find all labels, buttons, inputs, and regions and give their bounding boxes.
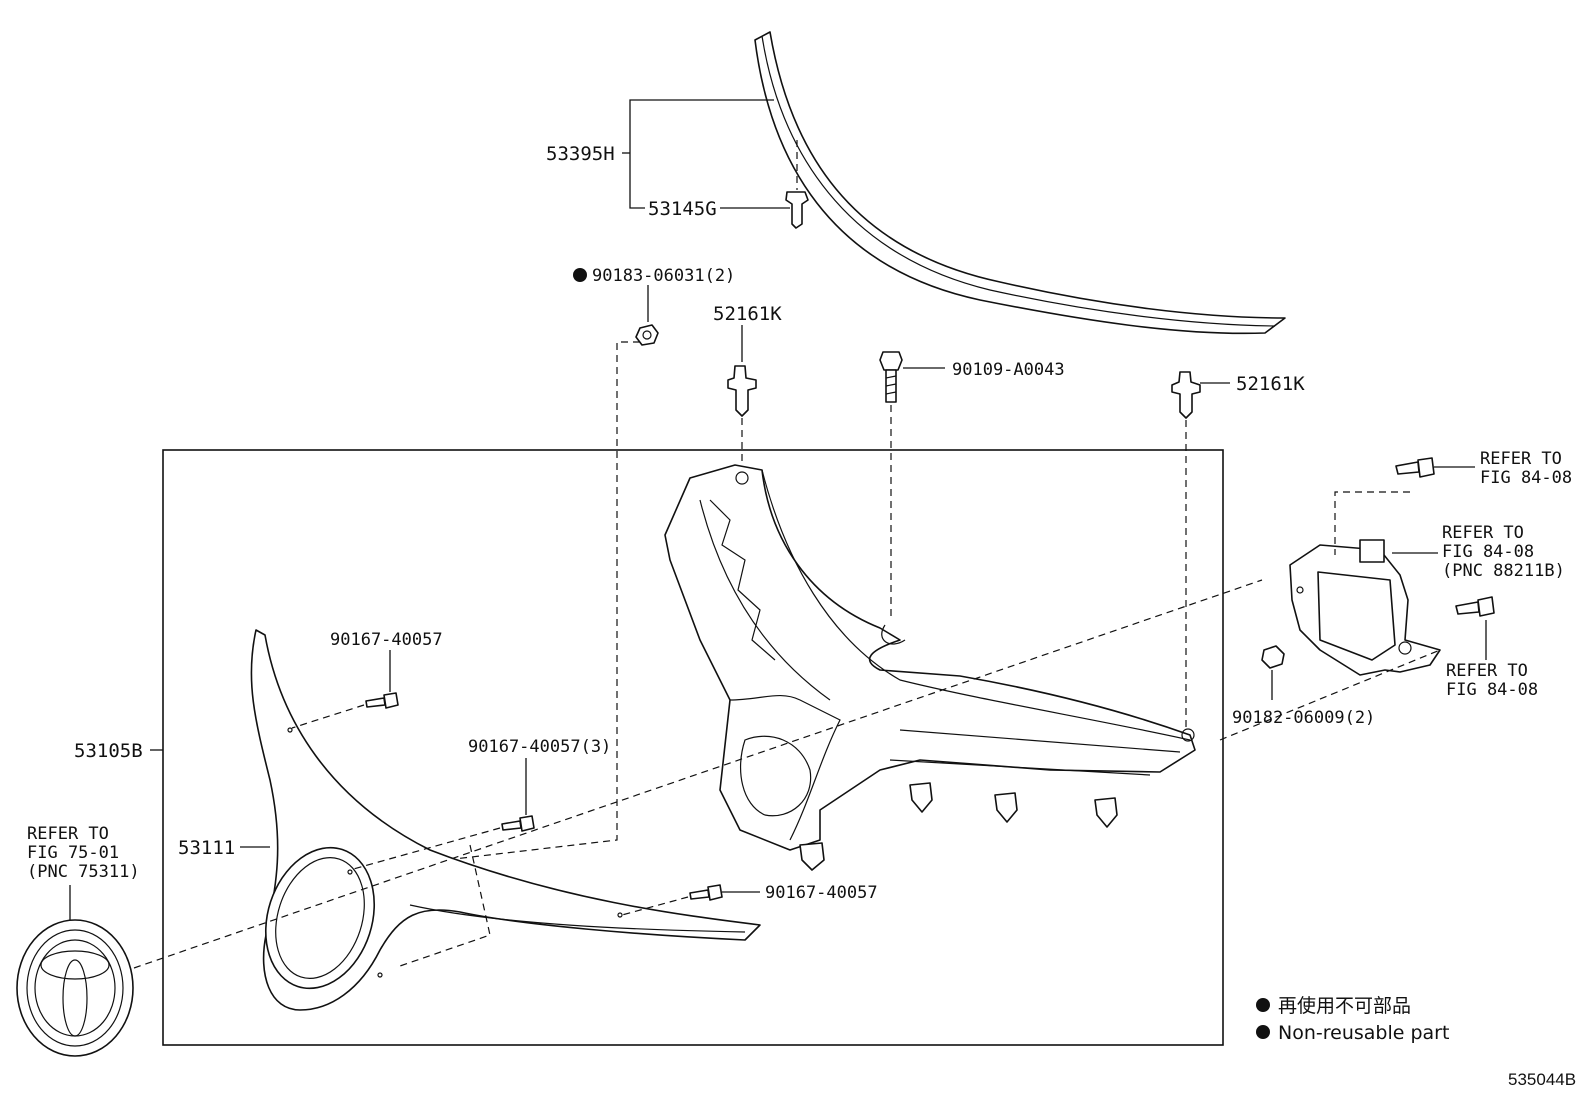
label-53111: 53111 bbox=[178, 837, 235, 859]
legend-japanese: 再使用不可部品 bbox=[1278, 995, 1411, 1017]
legend-english: Non-reusable part bbox=[1278, 1022, 1449, 1044]
legend: 再使用不可部品 Non-reusable part bbox=[1256, 995, 1449, 1044]
ref-emblem-line2: FIG 75-01 bbox=[27, 843, 119, 863]
grille-frame bbox=[664, 464, 1196, 871]
bolt-ref-right bbox=[1455, 596, 1495, 617]
ref-bolt-top-line1: REFER TO bbox=[1480, 449, 1562, 469]
ref-sensor: REFER TO FIG 84-08 (PNC 88211B) bbox=[1442, 523, 1565, 581]
legend-dot-en bbox=[1256, 1025, 1270, 1039]
sensor-bracket bbox=[1289, 539, 1441, 676]
label-90182: 90182-06009(2) bbox=[1232, 708, 1375, 728]
bolt-90167-b bbox=[501, 815, 535, 832]
label-90167-a: 90167-40057 bbox=[330, 630, 443, 650]
ref-sensor-line2: FIG 84-08 bbox=[1442, 542, 1534, 562]
ref-emblem-line1: REFER TO bbox=[27, 824, 109, 844]
ref-sensor-line3: (PNC 88211B) bbox=[1442, 561, 1565, 581]
ref-bolt-top-line2: FIG 84-08 bbox=[1480, 468, 1572, 488]
label-52161k-right: 52161K bbox=[1236, 373, 1305, 395]
ref-emblem-line3: (PNC 75311) bbox=[27, 862, 140, 882]
non-reusable-mark bbox=[573, 268, 587, 282]
ref-bolt-right: REFER TO FIG 84-08 bbox=[1446, 661, 1538, 700]
label-53145g: 53145G bbox=[648, 198, 717, 220]
clip-53145g bbox=[785, 191, 809, 229]
ref-bolt-right-line1: REFER TO bbox=[1446, 661, 1528, 681]
diagram-code: 535044B bbox=[1508, 1070, 1576, 1089]
assembly-box bbox=[162, 449, 1224, 1046]
clip-52161k-right bbox=[1171, 371, 1201, 419]
grille-garnish-53111 bbox=[250, 629, 761, 1011]
nut-90183 bbox=[635, 324, 659, 346]
ref-bolt-top: REFER TO FIG 84-08 bbox=[1480, 449, 1572, 488]
ref-sensor-line1: REFER TO bbox=[1442, 523, 1524, 543]
moulding-strip bbox=[754, 31, 1286, 335]
bolt-90167-c bbox=[689, 884, 723, 901]
label-90167-c: 90167-40057 bbox=[765, 883, 878, 903]
bolt-90109 bbox=[879, 351, 903, 403]
label-90167-b: 90167-40057(3) bbox=[468, 737, 611, 757]
label-90109: 90109-A0043 bbox=[952, 360, 1065, 380]
label-53395h: 53395H bbox=[546, 143, 615, 165]
nut-90182 bbox=[1261, 645, 1285, 669]
bolt-90167-a bbox=[365, 692, 399, 709]
clip-52161k-left bbox=[727, 365, 757, 417]
legend-dot-ja bbox=[1256, 998, 1270, 1012]
ref-bolt-right-line2: FIG 84-08 bbox=[1446, 680, 1538, 700]
bolt-ref-top bbox=[1395, 457, 1435, 478]
ref-emblem: REFER TO FIG 75-01 (PNC 75311) bbox=[27, 824, 140, 882]
label-90183: 90183-06031(2) bbox=[592, 266, 735, 286]
toyota-emblem bbox=[16, 919, 134, 1057]
label-53105b: 53105B bbox=[74, 740, 143, 762]
label-52161k-left: 52161K bbox=[713, 303, 782, 325]
leader-53395h bbox=[622, 99, 790, 209]
